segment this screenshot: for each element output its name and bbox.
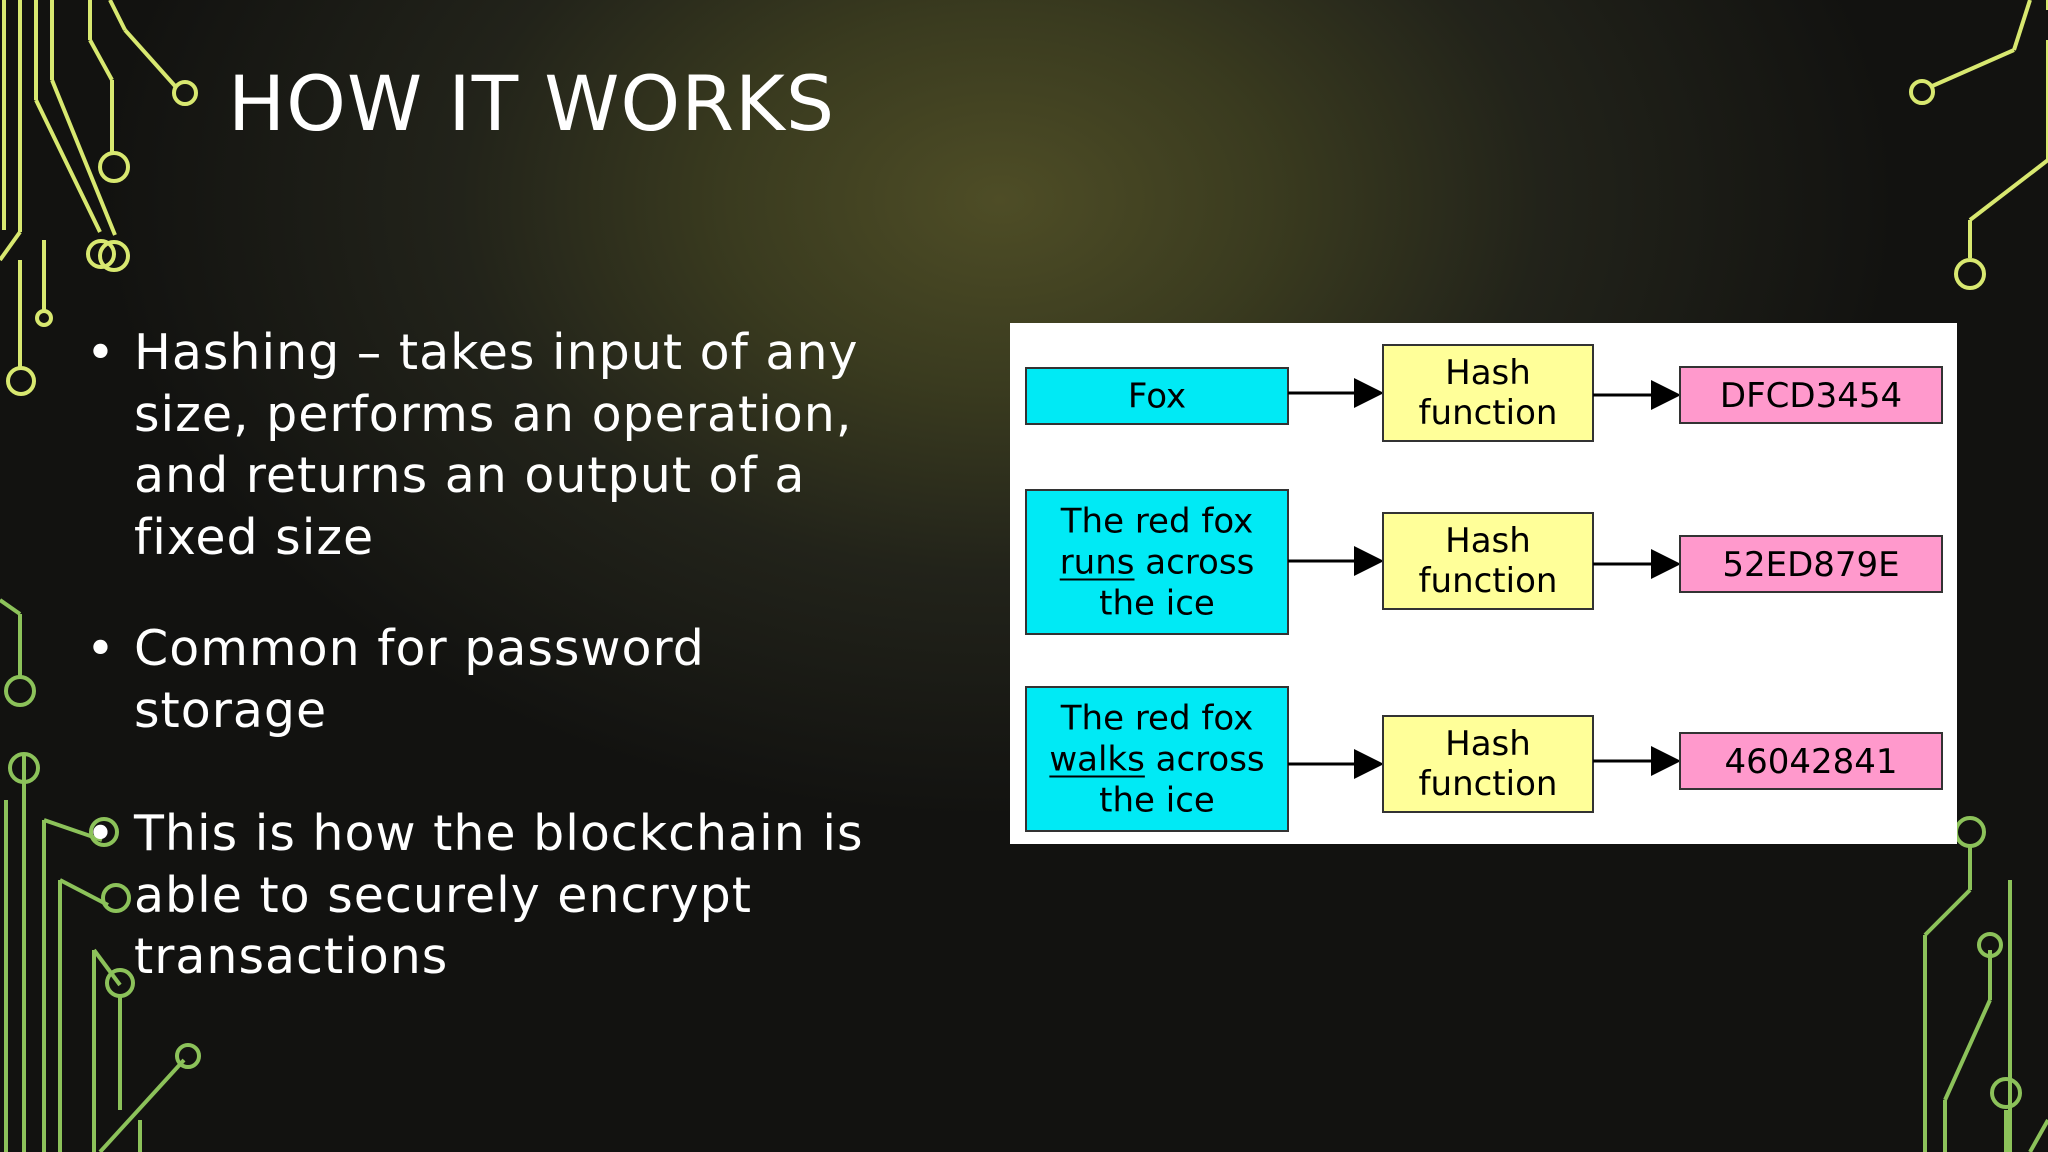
hash-function-box bbox=[1382, 344, 1594, 442]
hash-box-text-line: function bbox=[1419, 561, 1558, 601]
bullet-text: Common for password storage bbox=[134, 620, 705, 739]
bullet-item-hashing: • Hashing – takes input of any size, per… bbox=[86, 322, 906, 568]
hash-function-box bbox=[1382, 715, 1594, 813]
input-box bbox=[1025, 367, 1289, 425]
input-box-text-line: the ice bbox=[1099, 583, 1215, 623]
output-digest-box bbox=[1679, 366, 1943, 424]
output-digest-text: DFCD3454 bbox=[1720, 376, 1902, 416]
input-box bbox=[1025, 686, 1289, 832]
bullet-marker: • bbox=[86, 805, 116, 862]
output-digest-text: 52ED879E bbox=[1722, 545, 1899, 585]
output-digest-box bbox=[1679, 732, 1943, 790]
hash-box-text-line: Hash bbox=[1445, 521, 1531, 561]
bullet-list: • Hashing – takes input of any size, per… bbox=[86, 322, 906, 988]
input-box-text-line: the ice bbox=[1099, 780, 1215, 820]
bullet-item-blockchain: • This is how the blockchain is able to … bbox=[86, 803, 906, 988]
bullet-marker: • bbox=[86, 620, 116, 677]
input-box-text-line: walks across bbox=[1049, 739, 1264, 779]
bullet-item-password-storage: • Common for password storage bbox=[86, 618, 906, 741]
input-box-text-line: Fox bbox=[1128, 376, 1186, 416]
slide-title: HOW IT WORKS bbox=[228, 59, 836, 148]
hash-box-text-line: function bbox=[1419, 393, 1558, 433]
hash-box-text-line: Hash bbox=[1445, 353, 1531, 393]
hash-box-text-line: function bbox=[1419, 764, 1558, 804]
output-digest-text: 46042841 bbox=[1724, 742, 1897, 782]
input-box-text-line: The red fox bbox=[1060, 501, 1253, 541]
input-box-text-line: runs across bbox=[1060, 542, 1255, 582]
hash-box-text-line: Hash bbox=[1445, 724, 1531, 764]
bullet-text: Hashing – takes input of any size, perfo… bbox=[134, 324, 859, 566]
bullet-text: This is how the blockchain is able to se… bbox=[134, 805, 864, 985]
input-box bbox=[1025, 489, 1289, 635]
bullet-marker: • bbox=[86, 324, 116, 381]
input-box-text-line: The red fox bbox=[1060, 698, 1253, 738]
output-digest-box bbox=[1679, 535, 1943, 593]
hash-function-box bbox=[1382, 512, 1594, 610]
